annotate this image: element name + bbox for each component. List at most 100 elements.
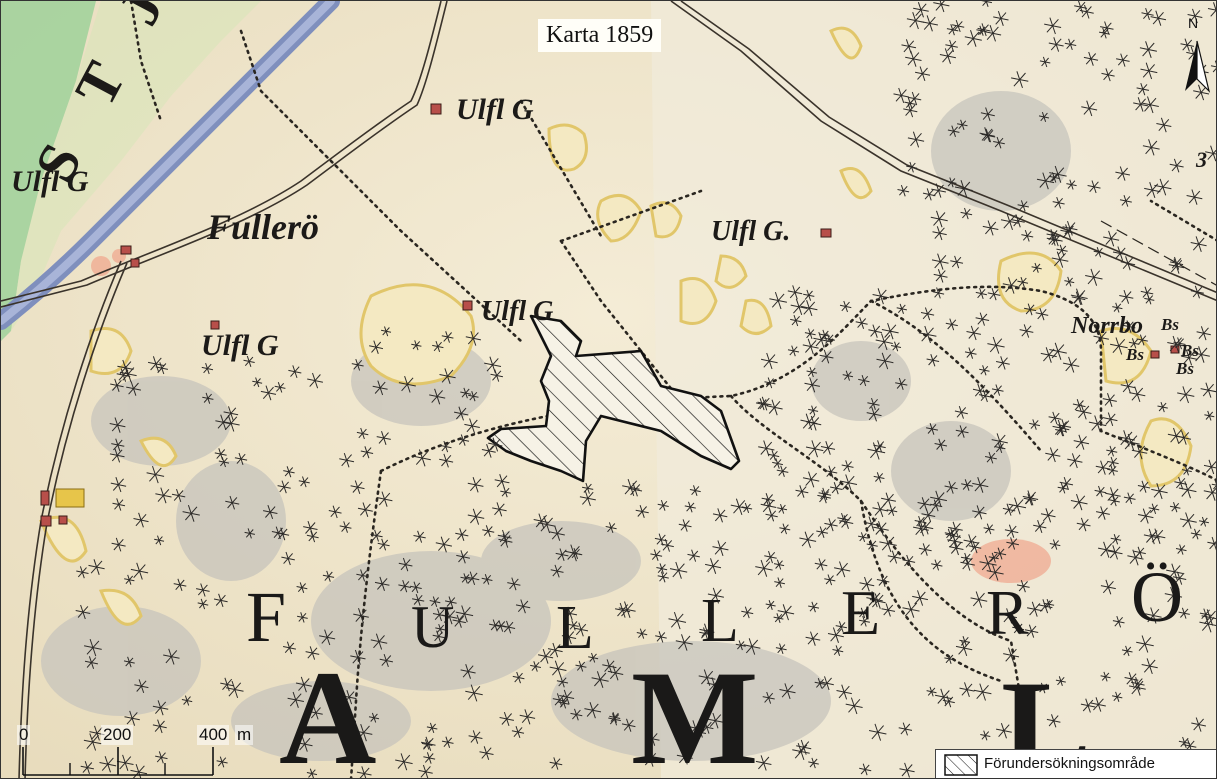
forest-symbol bbox=[959, 636, 971, 647]
forest-symbol bbox=[421, 739, 433, 750]
forest-symbol bbox=[356, 569, 369, 582]
forest-symbol bbox=[171, 488, 186, 503]
forest-symbol bbox=[762, 691, 775, 704]
forest-symbol bbox=[1056, 244, 1068, 256]
forest-symbol bbox=[1200, 382, 1216, 398]
forest-symbol bbox=[973, 683, 992, 701]
forest-symbol bbox=[981, 128, 996, 143]
forest-symbol bbox=[1037, 682, 1049, 694]
forest-symbol bbox=[1117, 430, 1135, 447]
forest-symbol bbox=[368, 712, 380, 723]
forest-symbol bbox=[1085, 268, 1103, 286]
forest-symbol bbox=[1090, 697, 1106, 712]
forest-symbol bbox=[1060, 224, 1077, 240]
forest-symbol bbox=[881, 492, 896, 508]
forest-symbol bbox=[922, 188, 936, 201]
forest-symbol bbox=[1207, 2, 1216, 17]
forest-symbol bbox=[1046, 714, 1061, 728]
forest-symbol bbox=[695, 727, 707, 738]
forest-symbol bbox=[374, 576, 390, 591]
forest-symbol bbox=[657, 571, 669, 583]
forest-symbol bbox=[952, 19, 965, 33]
forest-symbol bbox=[1012, 622, 1025, 635]
forest-symbol bbox=[297, 736, 313, 752]
forest-symbol bbox=[1172, 571, 1187, 585]
forest-symbol bbox=[1169, 158, 1184, 173]
forest-symbol bbox=[426, 722, 438, 734]
forest-symbol bbox=[457, 434, 470, 446]
forest-symbol bbox=[1210, 60, 1216, 73]
forest-symbol bbox=[764, 377, 776, 389]
forest-symbol bbox=[1002, 277, 1020, 294]
forest-symbol bbox=[152, 700, 169, 716]
forest-symbol bbox=[859, 615, 870, 627]
forest-symbol bbox=[1043, 598, 1055, 610]
forest-symbol bbox=[979, 127, 995, 143]
forest-symbol bbox=[917, 497, 932, 511]
forest-symbol bbox=[977, 23, 991, 37]
forest-symbol bbox=[109, 417, 126, 433]
forest-symbol bbox=[995, 356, 1010, 370]
investigation-area[interactable] bbox=[486, 314, 741, 483]
meadow-west bbox=[1, 1, 96, 341]
forest-symbol bbox=[260, 385, 277, 401]
forest-symbol bbox=[954, 405, 968, 419]
forest-symbol bbox=[109, 448, 125, 463]
forest-symbol bbox=[467, 508, 485, 525]
forest-symbol bbox=[411, 340, 422, 351]
forest-symbol bbox=[1190, 236, 1207, 252]
forest-symbol bbox=[499, 711, 514, 727]
forest-symbol bbox=[216, 756, 228, 768]
forest-symbol bbox=[833, 561, 851, 578]
forest-symbol bbox=[287, 691, 304, 708]
forest-symbol bbox=[987, 336, 1005, 354]
forest-symbol bbox=[805, 631, 821, 646]
forest-symbol bbox=[765, 600, 776, 610]
forest-symbol bbox=[497, 529, 512, 544]
forest-symbol bbox=[439, 453, 454, 468]
forest-symbol bbox=[787, 285, 803, 300]
forest-symbol bbox=[932, 287, 945, 299]
forest-symbol bbox=[123, 656, 135, 668]
forest-symbol bbox=[435, 623, 446, 634]
letter-e: E bbox=[841, 577, 881, 648]
forest-symbol bbox=[559, 689, 575, 705]
forest-symbol bbox=[975, 312, 990, 326]
forest-symbol bbox=[1107, 545, 1123, 560]
forest-symbol bbox=[841, 460, 854, 473]
label-bs-3: Bs bbox=[1181, 341, 1199, 360]
forest-symbol bbox=[1173, 337, 1186, 350]
forest-symbol bbox=[1093, 247, 1105, 258]
forest-symbol bbox=[799, 531, 817, 548]
forest-symbol bbox=[1108, 495, 1120, 507]
forest-symbol bbox=[1046, 229, 1060, 242]
forest-symbol bbox=[779, 683, 796, 700]
forest-symbol bbox=[507, 577, 521, 591]
forest-symbol bbox=[234, 452, 248, 465]
forest-symbol bbox=[986, 563, 1004, 581]
forest-symbol bbox=[370, 529, 383, 542]
forest-symbol bbox=[642, 751, 659, 767]
forest-symbol bbox=[1142, 139, 1160, 156]
forest-symbol bbox=[845, 697, 863, 715]
letter-o: Ö bbox=[1131, 557, 1183, 637]
forest-symbol bbox=[1199, 516, 1209, 527]
forest-symbol bbox=[906, 161, 918, 173]
forest-symbol bbox=[1176, 430, 1192, 445]
forest-symbol bbox=[460, 573, 471, 584]
forest-symbol bbox=[356, 766, 372, 778]
forest-symbol bbox=[684, 501, 696, 513]
forest-symbol bbox=[881, 322, 899, 340]
forest-symbol bbox=[1190, 285, 1204, 299]
forest-symbol bbox=[1098, 541, 1115, 558]
forest-symbol bbox=[881, 603, 896, 617]
forest-symbol bbox=[1062, 356, 1080, 373]
forest-symbol bbox=[803, 289, 815, 301]
forest-symbol bbox=[932, 226, 947, 241]
forest-symbol bbox=[1049, 342, 1067, 360]
forest-symbol bbox=[225, 680, 244, 699]
forest-symbol bbox=[982, 220, 999, 236]
forest-symbol bbox=[155, 487, 172, 504]
